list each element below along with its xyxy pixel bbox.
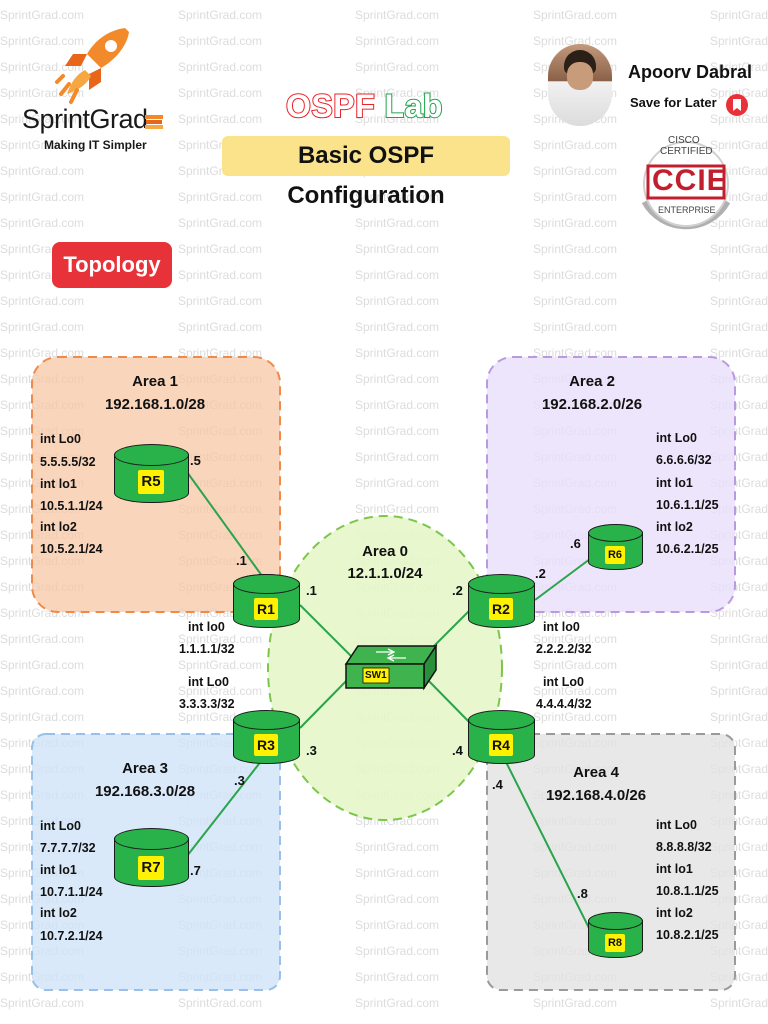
r8-if-5: 10.8.2.1/25 [656, 928, 719, 942]
router-r5[interactable]: R5 [114, 444, 190, 506]
r6-if-4: int lo2 [656, 520, 693, 534]
r6-if-0: int Lo0 [656, 431, 697, 445]
router-r2-label: R2 [489, 598, 513, 620]
rocket-icon [55, 28, 129, 104]
r5-if-3: 10.5.1.1/24 [40, 499, 103, 513]
link-label-r5: .5 [190, 453, 201, 468]
r6-if-3: 10.6.1.1/25 [656, 498, 719, 512]
area-3-name: Area 3 [122, 760, 168, 777]
switch-label: SW1 [365, 670, 387, 681]
save-for-later-label[interactable]: Save for Later [630, 95, 717, 110]
router-r6[interactable]: R6 [588, 524, 644, 572]
badge-enterprise: ENTERPRISE [658, 205, 716, 215]
lab-title: OSPF Lab [285, 87, 444, 125]
ccie-badge [641, 141, 731, 230]
topology-label: Topology [52, 242, 172, 288]
router-r3[interactable]: R3 [233, 710, 301, 766]
router-r5-label: R5 [138, 470, 164, 494]
router-r1-label: R1 [254, 598, 278, 620]
r6-if-2: int lo1 [656, 476, 693, 490]
r3-if-0: int Lo0 [188, 675, 229, 689]
badge-certified: CERTIFIED [660, 146, 713, 157]
link-r2-r6 [534, 555, 595, 601]
link-r5-r1 [186, 471, 266, 581]
router-r4[interactable]: R4 [468, 710, 536, 766]
area-1-network: 192.168.1.0/28 [104, 396, 206, 413]
r7-if-5: 10.7.2.1/24 [40, 929, 103, 943]
link-label-r4-area4: .4 [492, 777, 503, 792]
title-word-lab: Lab [384, 87, 444, 125]
brand-name: SprintGrad [22, 104, 148, 134]
area-1-name: Area 1 [132, 373, 178, 390]
r8-if-2: int lo1 [656, 862, 693, 876]
link-label-r3-area3: .3 [234, 773, 245, 788]
badge-cisco: CISCO [668, 135, 700, 146]
r2-if-1: 2.2.2.2/32 [536, 642, 592, 656]
r5-if-0: int Lo0 [40, 432, 81, 446]
link-label-r2-area0: .2 [452, 583, 463, 598]
r6-if-1: 6.6.6.6/32 [656, 453, 712, 467]
link-label-r2-area2: .2 [535, 566, 546, 581]
r3-if-1: 3.3.3.3/32 [179, 697, 235, 711]
area-4-box [486, 733, 736, 991]
brand-tagline: Making IT Simpler [44, 138, 147, 152]
r8-if-3: 10.8.1.1/25 [656, 884, 719, 898]
router-r8[interactable]: R8 [588, 912, 644, 960]
author-name: Apoorv Dabral [628, 62, 753, 82]
r7-if-3: 10.7.1.1/24 [40, 885, 103, 899]
r4-if-0: int Lo0 [543, 675, 584, 689]
title-word-ospf: OSPF [285, 87, 376, 125]
badge-ccie: CCIE [652, 164, 728, 197]
link-label-r7: .7 [190, 863, 201, 878]
link-label-r8: .8 [577, 886, 588, 901]
area-3-network: 192.168.3.0/28 [94, 783, 196, 800]
r6-if-5: 10.6.2.1/25 [656, 542, 719, 556]
r5-if-1: 5.5.5.5/32 [40, 455, 96, 469]
link-r1-sw1 [299, 604, 356, 661]
link-label-r4-area0: .4 [452, 743, 463, 758]
router-r7-label: R7 [138, 856, 164, 880]
area-4-name: Area 4 [573, 764, 619, 781]
r4-if-1: 4.4.4.4/32 [536, 697, 592, 711]
area-0-network: 12.1.1.0/24 [347, 565, 423, 582]
link-r3-r7 [186, 759, 263, 857]
r2-if-0: int lo0 [543, 620, 580, 634]
router-r8-label: R8 [605, 934, 625, 952]
r7-if-1: 7.7.7.7/32 [40, 841, 96, 855]
r5-if-5: 10.5.2.1/24 [40, 542, 103, 556]
area-4-network: 192.168.4.0/26 [545, 787, 647, 804]
r1-if-1: 1.1.1.1/32 [179, 642, 235, 656]
books-icon [145, 115, 163, 129]
router-r1[interactable]: R1 [233, 574, 301, 630]
bookmark-icon[interactable] [726, 93, 748, 117]
r1-if-0: int lo0 [188, 620, 225, 634]
link-label-r1-area1: .1 [236, 553, 247, 568]
area-0-name: Area 0 [362, 543, 408, 560]
r7-if-2: int lo1 [40, 863, 77, 877]
r8-if-4: int lo2 [656, 906, 693, 920]
switch-sw1 [344, 643, 438, 691]
author-avatar [548, 44, 612, 126]
r8-if-0: int Lo0 [656, 818, 697, 832]
r8-if-1: 8.8.8.8/32 [656, 840, 712, 854]
router-r6-label: R6 [605, 546, 625, 564]
router-r3-label: R3 [254, 734, 278, 756]
link-label-r6: .6 [570, 536, 581, 551]
router-r4-label: R4 [489, 734, 513, 756]
router-r7[interactable]: R7 [114, 828, 190, 890]
lab-subtitle: Basic OSPF Configuration [222, 136, 510, 209]
link-label-r1-area0: .1 [306, 583, 317, 598]
r5-if-2: int lo1 [40, 477, 77, 491]
area-2-name: Area 2 [569, 373, 615, 390]
router-r2[interactable]: R2 [468, 574, 536, 630]
area-2-box [486, 356, 736, 613]
r5-if-4: int lo2 [40, 520, 77, 534]
r7-if-0: int Lo0 [40, 819, 81, 833]
r7-if-4: int lo2 [40, 906, 77, 920]
link-r4-r8 [504, 759, 595, 939]
link-label-r3-area0: .3 [306, 743, 317, 758]
area-2-network: 192.168.2.0/26 [541, 396, 643, 413]
